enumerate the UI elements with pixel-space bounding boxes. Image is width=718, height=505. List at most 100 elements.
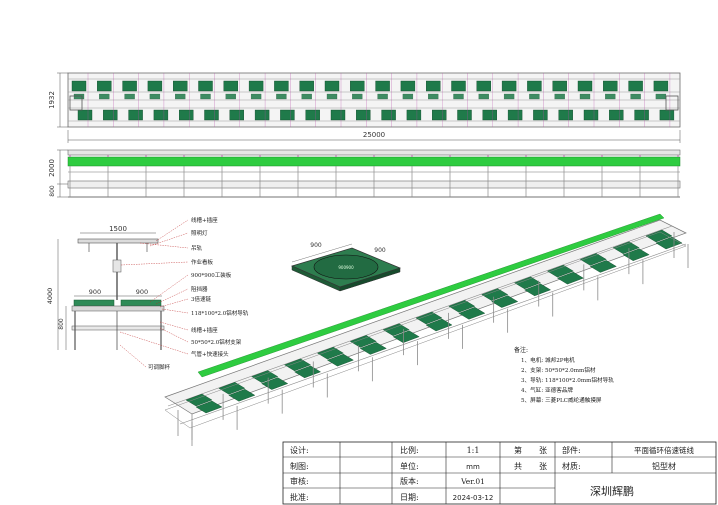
callout-label: 阻挡器 [191, 285, 208, 293]
top-view-pallet [628, 80, 643, 92]
section-top-bar [77, 238, 159, 244]
top-view-pallet [377, 93, 388, 100]
tb-date-value: 2024-03-12 [453, 494, 494, 502]
top-view-pallet [352, 93, 363, 100]
tb-check-label: 审核: [290, 476, 309, 486]
callout-leader [119, 331, 189, 355]
top-view-pallet [172, 80, 188, 92]
note-item: 3、导轨: 118*100*2.0mm铝材导轨 [521, 376, 614, 384]
section-pallet-right [120, 299, 162, 307]
section-lower-rail [71, 325, 165, 331]
top-view-pallet [128, 109, 143, 121]
section-leg-dim: 800 [58, 318, 65, 330]
top-view-pallet [400, 80, 416, 92]
top-view-pallet [274, 80, 289, 92]
section-board [112, 259, 122, 273]
pallet-label: 900900 [338, 265, 354, 270]
callout-label: 线槽+插座 [191, 326, 218, 334]
tb-sheet-total: 共 [514, 462, 522, 471]
iso-pallet [284, 358, 312, 372]
top-view-pallet [609, 109, 624, 121]
tb-sheet-no: 第 [514, 445, 522, 455]
top-view-pallet [254, 109, 270, 121]
iso-pallet [349, 335, 377, 348]
top-view-pallet [103, 109, 118, 121]
top-view-pallet [73, 93, 85, 100]
top-view-pallet [124, 93, 135, 100]
top-view: 1932 25000 [48, 72, 681, 143]
iso-pallet [185, 393, 213, 407]
top-view-pallet [122, 80, 137, 92]
callout-label: 50*50*2.0铝材支架 [191, 338, 242, 346]
top-view-pallet [527, 80, 542, 92]
top-view-pallet [659, 109, 675, 121]
top-view-pallet [381, 109, 396, 121]
top-view-pallet [605, 93, 616, 100]
top-view-pallet [178, 109, 194, 121]
top-view-pallet [432, 109, 447, 121]
top-view-pallet [280, 109, 295, 121]
top-view-pallet [503, 93, 515, 100]
iso-pallet [645, 229, 673, 243]
tb-unit-label: 单位: [400, 461, 419, 471]
section-pallet-left [73, 299, 115, 307]
iso-pallet [218, 382, 246, 395]
top-view-pallet [71, 80, 87, 92]
top-view-pallets [71, 73, 675, 127]
top-view-pallet [426, 80, 441, 92]
tb-scale-value: 1:1 [467, 446, 480, 455]
top-view-pallet [305, 109, 320, 121]
iso-pallet [326, 353, 354, 367]
iso-rail [167, 225, 673, 407]
tb-part-value: 平面循环倍速链线 [634, 445, 694, 455]
iso-green-band [197, 213, 665, 378]
pallet-side [339, 267, 401, 292]
section-width-right-dim: 900 [136, 288, 148, 296]
callout-label: 可调脚杯 [148, 363, 171, 371]
top-view-pallet [501, 80, 517, 92]
callout-label: 线槽+插座 [191, 216, 218, 224]
side-view: 2000 800 [48, 149, 681, 198]
iso-pallet [448, 300, 476, 313]
top-view-pallet [552, 80, 567, 92]
top-view-pallet [558, 109, 573, 121]
callout-label: 吊轨 [191, 244, 203, 252]
top-view-pallet [428, 93, 439, 100]
top-view-pallet [299, 80, 314, 92]
side-view-height-dim: 2000 [48, 159, 56, 177]
tb-material-value: 铝型材 [652, 461, 676, 471]
tb-sheet-total-unit: 张 [539, 462, 547, 471]
iso-pallet [514, 276, 542, 290]
callout-leader [159, 327, 189, 343]
top-view-pallet [406, 109, 422, 121]
top-view-pallet [250, 93, 262, 100]
tb-sheet-unit: 张 [539, 446, 547, 455]
top-view-pallet [478, 93, 489, 100]
top-view-pallet [99, 93, 110, 100]
top-view-length-dim: 25000 [363, 131, 385, 139]
note-item: 4、气缸: 亚德客品牌 [521, 386, 573, 394]
top-view-pallet [204, 109, 219, 121]
callout-leader [120, 261, 189, 266]
notes-title: 备注: [514, 346, 528, 354]
top-view-pallet [630, 93, 641, 100]
tb-draw-label: 制图: [290, 461, 309, 471]
tb-version-label: 版本: [400, 476, 419, 486]
iso-pallet [458, 307, 486, 320]
top-view-pallet [225, 93, 236, 100]
top-view-pallet [97, 80, 112, 92]
isometric-view [164, 213, 689, 446]
top-view-pallet [476, 80, 491, 92]
callout-leader [155, 219, 189, 242]
callout-label: 900*900工装板 [191, 271, 232, 279]
iso-pallet [415, 311, 443, 325]
callout-leader [119, 344, 147, 368]
top-view-pallet [451, 80, 466, 92]
top-view-end-unit [665, 95, 679, 111]
top-view-pallet [223, 80, 239, 92]
top-view-pallet [350, 80, 365, 92]
top-view-pallet [457, 109, 472, 121]
top-view-pallet [229, 109, 245, 121]
top-view-pallet [153, 109, 169, 121]
iso-pallet [524, 283, 552, 297]
